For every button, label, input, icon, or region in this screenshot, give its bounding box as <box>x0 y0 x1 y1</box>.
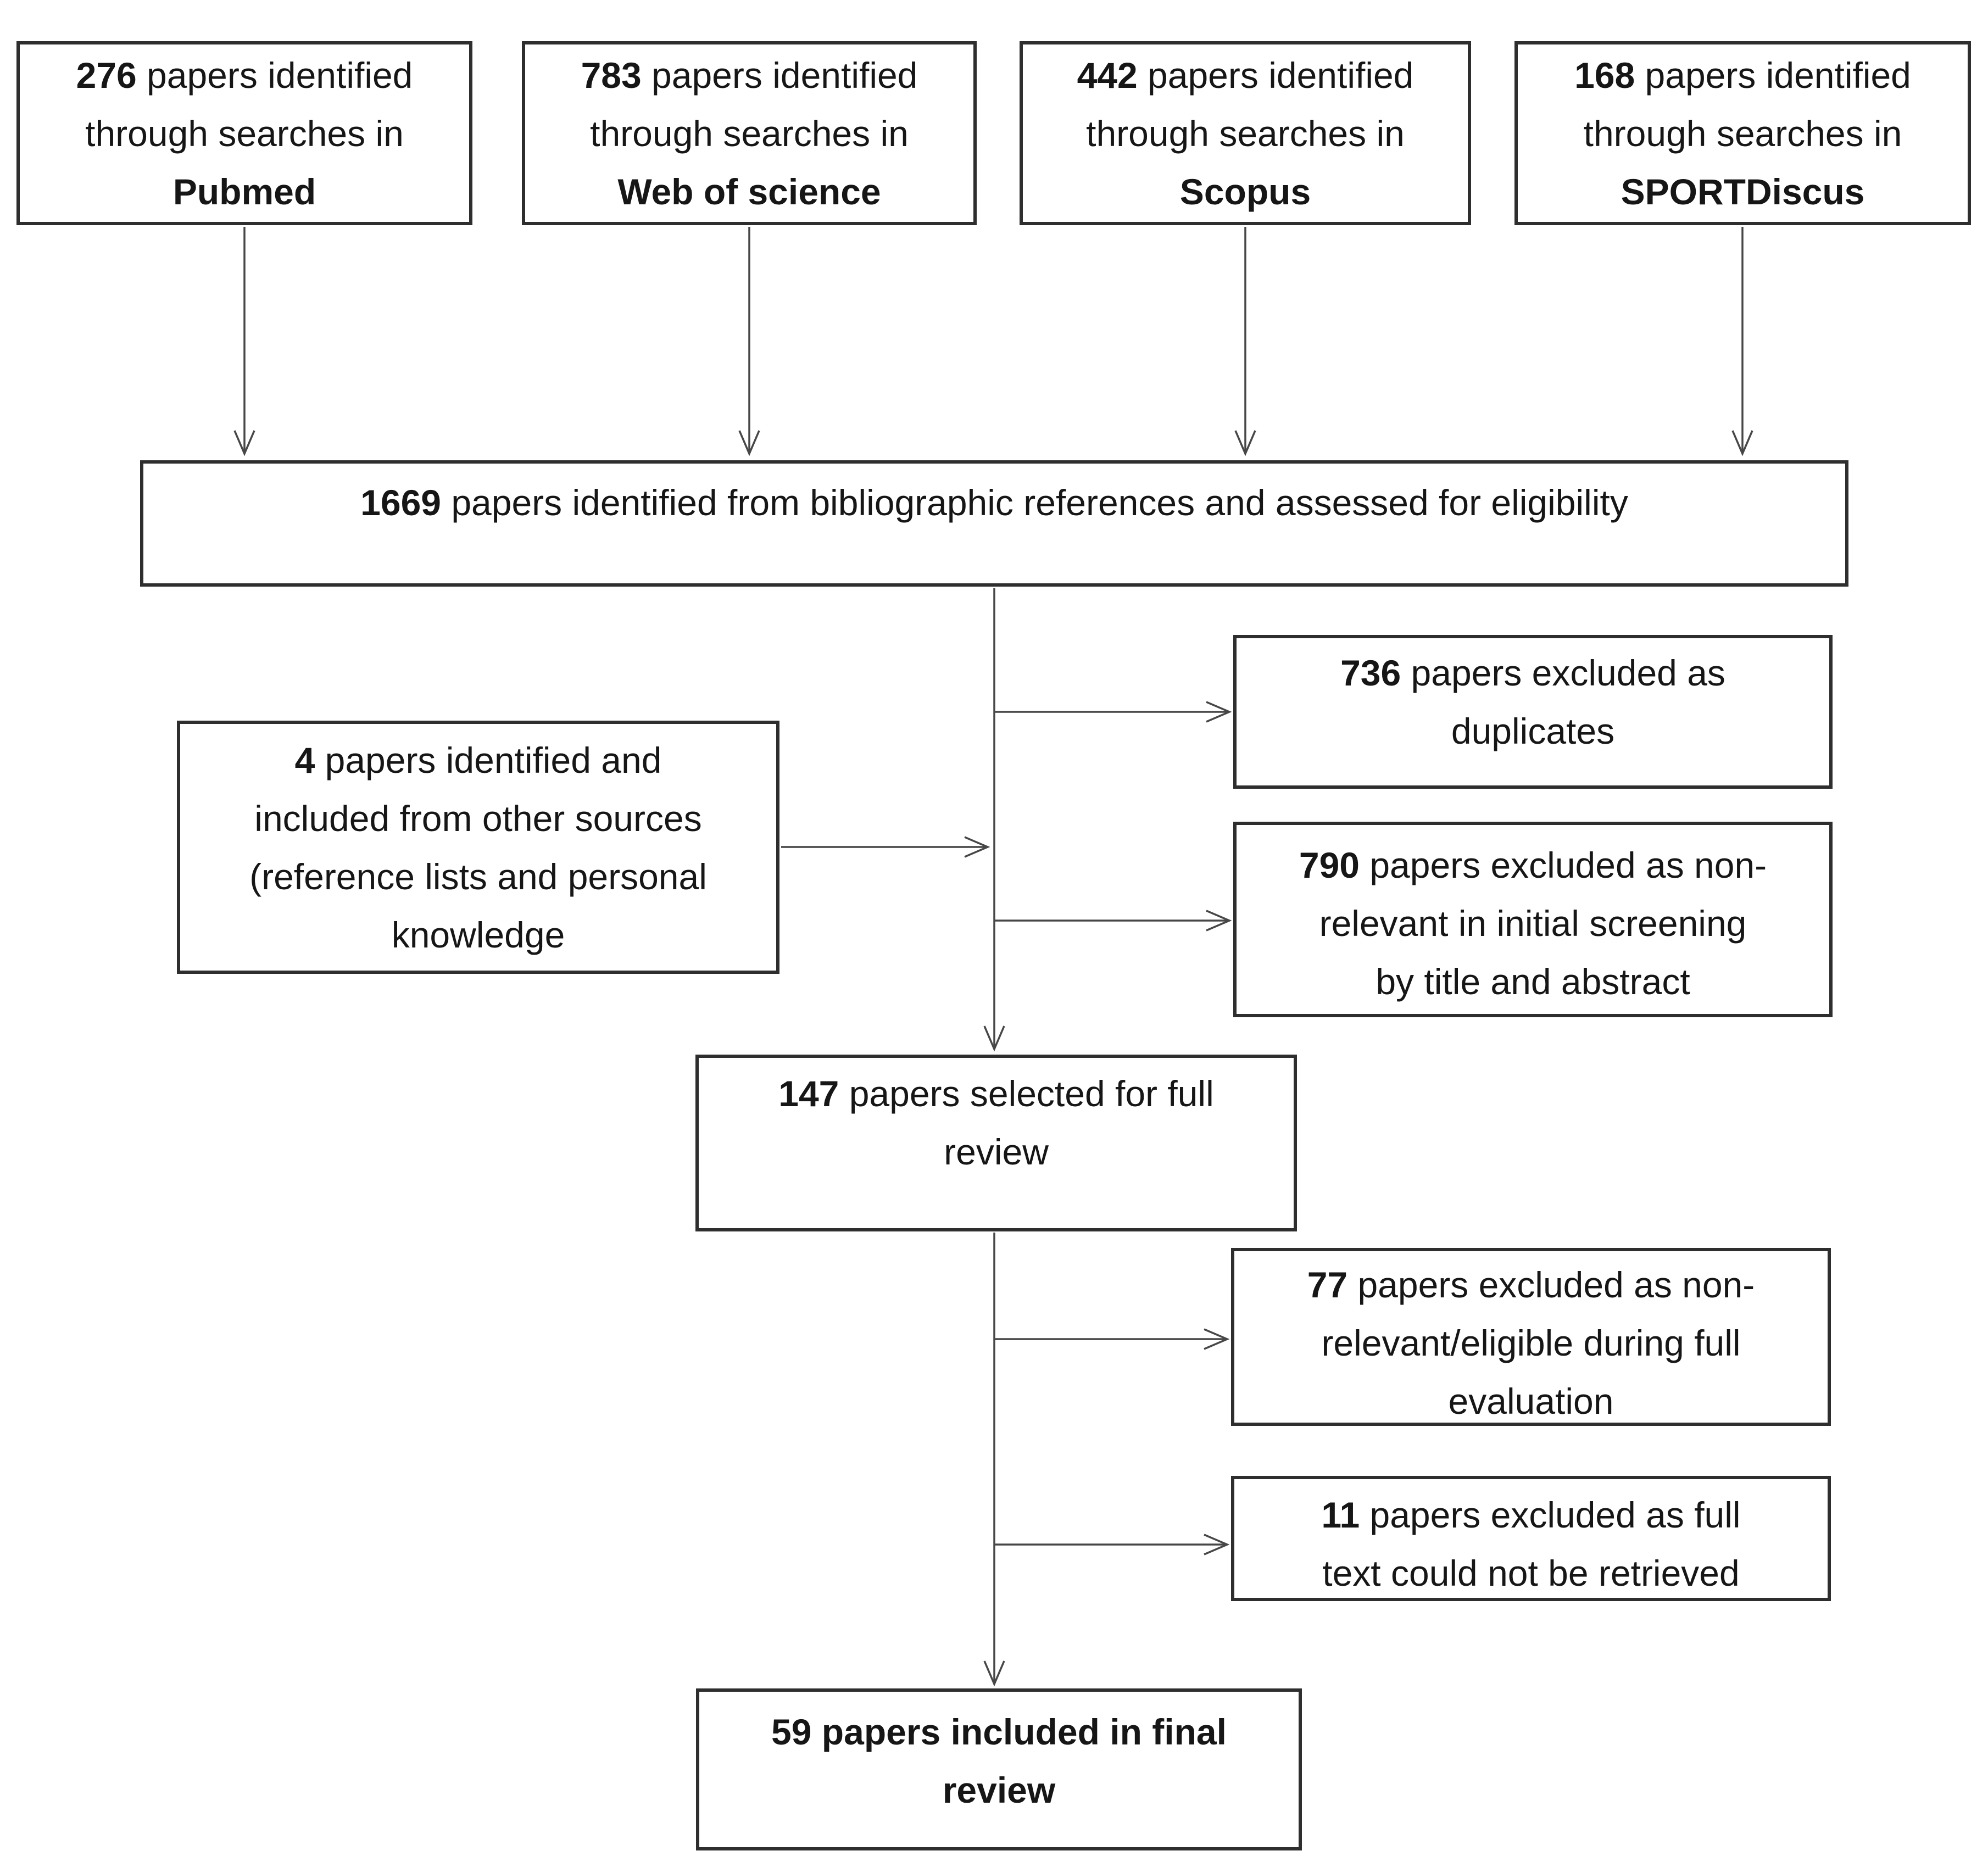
box-text-line: through searches in <box>1086 113 1405 154</box>
box-text-line: through searches in <box>590 113 909 154</box>
box-text-line: 77 papers excluded as non- <box>1307 1264 1755 1305</box>
box-text-line: included from other sources <box>254 798 702 839</box>
box-text-line: through searches in <box>1583 113 1902 154</box>
box-text-line: review <box>942 1770 1056 1810</box>
source-name: Web of science <box>617 171 881 212</box>
arrow-source-wos-down <box>738 227 760 456</box>
box-text-line: by title and abstract <box>1376 961 1690 1002</box>
box-text-line: 11 papers excluded as full <box>1321 1495 1741 1535</box>
arrow-to-full-eval-excluded <box>994 1328 1230 1350</box>
box-pooled-eligibility: 1669 papers identified from bibliographi… <box>140 460 1848 587</box>
source-name: SPORTDiscus <box>1621 171 1865 212</box>
box-text-line: 783 papers identified <box>581 54 918 96</box>
box-text-line: 442 papers identified <box>1077 54 1414 96</box>
box-excluded-full-evaluation: 77 papers excluded as non- relevant/elig… <box>1231 1248 1831 1426</box>
box-source-scopus: 442 papers identified through searches i… <box>1020 41 1471 225</box>
box-final-included: 59 papers included in final review <box>696 1688 1302 1850</box>
box-text-line: text could not be retrieved <box>1322 1553 1740 1593</box>
box-text-line: relevant in initial screening <box>1319 903 1747 944</box>
box-text-line: evaluation <box>1448 1381 1614 1422</box>
box-text-line: through searches in <box>85 113 404 154</box>
arrow-pooled-to-full-review <box>983 588 1005 1052</box>
box-text-line: 790 papers excluded as non- <box>1299 845 1767 885</box>
arrow-source-scopus-down <box>1234 227 1256 456</box>
arrow-to-duplicates <box>994 701 1232 723</box>
box-source-sportdiscus: 168 papers identified through searches i… <box>1514 41 1971 225</box>
box-full-review: 147 papers selected for full review <box>695 1055 1297 1231</box>
box-excluded-no-fulltext: 11 papers excluded as full text could no… <box>1231 1476 1831 1601</box>
source-name: Scopus <box>1179 171 1311 212</box>
arrow-to-screening-excluded <box>994 910 1232 932</box>
source-name: Pubmed <box>172 171 316 212</box>
arrow-source-pubmed-down <box>233 227 255 456</box>
box-source-web-of-science: 783 papers identified through searches i… <box>522 41 977 225</box>
box-text-line: 59 papers included in final <box>771 1712 1227 1752</box>
box-text-line: 168 papers identified <box>1574 54 1911 96</box>
box-text-line: 276 papers identified <box>76 54 413 96</box>
box-other-sources: 4 papers identified and included from ot… <box>177 721 779 974</box>
box-text-line: duplicates <box>1451 711 1615 751</box>
arrow-full-review-to-final <box>983 1233 1005 1687</box>
box-excluded-duplicates: 736 papers excluded as duplicates <box>1233 635 1833 789</box>
box-text-line: relevant/eligible during full <box>1321 1323 1741 1363</box>
box-text-line: review <box>944 1131 1049 1172</box>
box-text-line: (reference lists and personal <box>249 856 707 897</box>
box-text-line: 4 papers identified and <box>294 739 662 781</box>
box-text-line: 147 papers selected for full <box>778 1073 1214 1114</box>
box-text-line: 736 papers excluded as <box>1340 653 1725 693</box>
box-excluded-screening: 790 papers excluded as non- relevant in … <box>1233 822 1833 1017</box>
arrow-to-no-fulltext-excluded <box>994 1534 1230 1556</box>
box-text-line: 1669 papers identified from bibliographi… <box>360 482 1628 523</box>
arrow-source-sportdiscus-down <box>1731 227 1753 456</box>
box-source-pubmed: 276 papers identified through searches i… <box>16 41 472 225</box>
arrow-other-sources-in <box>781 836 990 858</box>
box-text-line: knowledge <box>391 914 565 955</box>
